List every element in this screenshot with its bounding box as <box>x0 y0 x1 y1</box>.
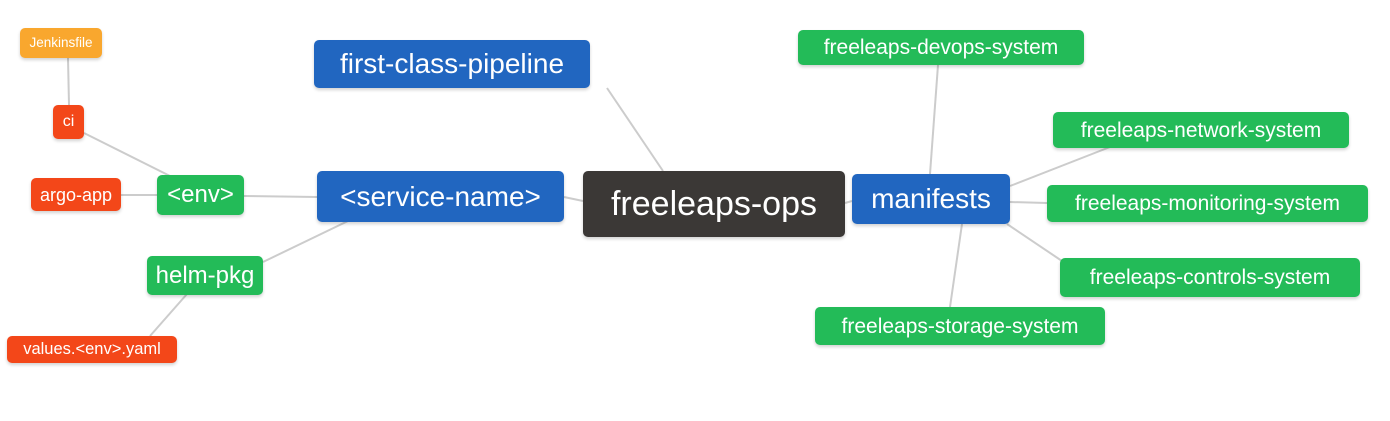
node-argo-app[interactable]: argo-app <box>31 178 121 211</box>
edge-manifests-to-freeleaps-controls-system <box>1006 223 1063 262</box>
node-freeleaps-monitoring-system[interactable]: freeleaps-monitoring-system <box>1047 185 1368 222</box>
node-first-class-pipeline[interactable]: first-class-pipeline <box>314 40 590 88</box>
node-jenkinsfile[interactable]: Jenkinsfile <box>20 28 102 58</box>
edge-manifests-to-freeleaps-monitoring-system <box>1009 201 1048 204</box>
node-freeleaps-controls-system[interactable]: freeleaps-controls-system <box>1060 258 1360 297</box>
node-service-name[interactable]: <service-name> <box>317 171 564 222</box>
node-freeleaps-network-system[interactable]: freeleaps-network-system <box>1053 112 1349 148</box>
edge-service-name-to-freeleaps-ops <box>563 196 584 202</box>
edge-freeleaps-ops-to-manifests <box>844 200 853 204</box>
node-manifests[interactable]: manifests <box>852 174 1010 224</box>
node-env[interactable]: <env> <box>157 175 244 215</box>
node-helm-pkg[interactable]: helm-pkg <box>147 256 263 295</box>
edge-manifests-to-freeleaps-devops-system <box>929 64 939 175</box>
node-ci[interactable]: ci <box>53 105 84 139</box>
edge-manifests-to-freeleaps-storage-system <box>949 223 963 308</box>
edge-values-env-yaml-to-helm-pkg <box>149 293 188 337</box>
edge-ci-to-env <box>83 132 173 178</box>
node-values-env-yaml[interactable]: values.<env>.yaml <box>7 336 177 363</box>
node-freeleaps-storage-system[interactable]: freeleaps-storage-system <box>815 307 1105 345</box>
edge-first-class-pipeline-to-freeleaps-ops <box>606 87 664 172</box>
edge-helm-pkg-to-service-name <box>262 220 349 263</box>
edge-jenkinsfile-to-ci <box>67 57 70 106</box>
node-freeleaps-ops[interactable]: freeleaps-ops <box>583 171 845 237</box>
node-freeleaps-devops-system[interactable]: freeleaps-devops-system <box>798 30 1084 65</box>
edge-manifests-to-freeleaps-network-system <box>1009 146 1111 187</box>
edge-env-to-service-name <box>243 195 318 198</box>
